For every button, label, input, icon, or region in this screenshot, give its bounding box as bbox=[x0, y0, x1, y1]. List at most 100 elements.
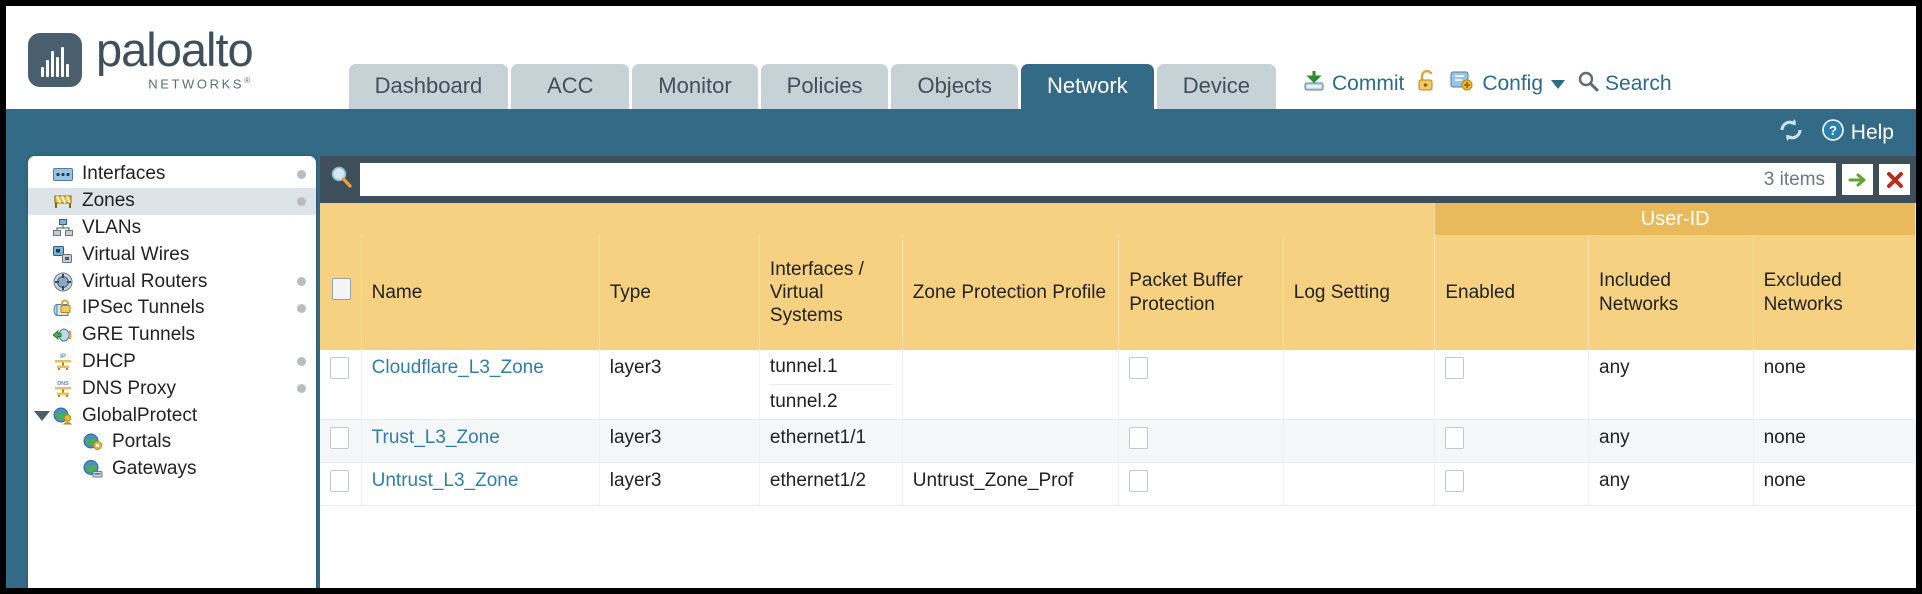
row-checkbox[interactable] bbox=[330, 427, 349, 449]
sidebar-item-interfaces[interactable]: Interfaces bbox=[28, 161, 316, 188]
cell-name[interactable]: Cloudflare_L3_Zone bbox=[361, 350, 600, 420]
config-menu[interactable]: Config bbox=[1450, 69, 1566, 99]
column-header-interfaces[interactable]: Interfaces / Virtual Systems bbox=[759, 235, 903, 350]
column-header-packet-buffer-protection[interactable]: Packet Buffer Protection bbox=[1118, 235, 1284, 350]
packet-buffer-checkbox[interactable] bbox=[1129, 357, 1149, 379]
tab-policies[interactable]: Policies bbox=[760, 64, 889, 109]
cell-userid-enabled[interactable] bbox=[1434, 419, 1590, 463]
cell-name[interactable]: Untrust_L3_Zone bbox=[361, 462, 600, 506]
row-checkbox[interactable] bbox=[330, 357, 349, 379]
column-header-excluded-networks[interactable]: Excluded Networks bbox=[1753, 235, 1916, 350]
sidebar-item-vlans[interactable]: VLANs bbox=[28, 215, 316, 242]
row-select-cell[interactable] bbox=[320, 350, 362, 420]
sidebar-item-zones[interactable]: Zones bbox=[28, 187, 316, 215]
zone-link[interactable]: Trust_L3_Zone bbox=[371, 427, 500, 448]
table-row[interactable]: Untrust_L3_Zone layer3 ethernet1/2 Untru… bbox=[320, 462, 1916, 506]
cell-name[interactable]: Trust_L3_Zone bbox=[361, 419, 600, 463]
config-label: Config bbox=[1482, 72, 1544, 95]
search-input[interactable] bbox=[361, 164, 1754, 195]
packet-buffer-checkbox[interactable] bbox=[1129, 470, 1149, 492]
sidebar-item-dhcp[interactable]: IP DHCP bbox=[28, 349, 316, 376]
lock-button[interactable] bbox=[1416, 69, 1438, 99]
cell-packet-buffer-protection[interactable] bbox=[1118, 419, 1284, 463]
page-body: Interfaces Zones VLANs Vir bbox=[6, 156, 1916, 588]
column-header-log-setting[interactable]: Log Setting bbox=[1283, 235, 1436, 350]
sidebar-status-dot bbox=[297, 196, 306, 206]
cell-userid-enabled[interactable] bbox=[1434, 350, 1590, 420]
sidebar-item-ipsec-tunnels[interactable]: IPSec Tunnels bbox=[28, 295, 316, 322]
sidebar-item-virtual-wires[interactable]: Virtual Wires bbox=[28, 241, 316, 268]
table-row[interactable]: Cloudflare_L3_Zone layer3 tunnel.1 tunne… bbox=[320, 350, 1916, 420]
gre-tunnels-icon bbox=[52, 325, 74, 345]
sidebar-item-label: IPSec Tunnels bbox=[82, 297, 205, 319]
search-button[interactable]: Search bbox=[1577, 70, 1672, 98]
paloalto-logo-icon bbox=[28, 32, 82, 87]
column-header-zone-protection-profile[interactable]: Zone Protection Profile bbox=[902, 235, 1120, 350]
sidebar-item-label: GlobalProtect bbox=[82, 404, 198, 426]
tab-acc[interactable]: ACC bbox=[511, 64, 630, 109]
userid-enabled-checkbox[interactable] bbox=[1445, 357, 1465, 379]
zone-link[interactable]: Untrust_L3_Zone bbox=[371, 470, 519, 491]
cell-interfaces: tunnel.1 tunnel.2 bbox=[759, 350, 903, 420]
cell-interfaces: ethernet1/2 bbox=[759, 462, 903, 506]
sidebar-item-gateways[interactable]: Gateways bbox=[28, 456, 316, 483]
padlock-icon bbox=[1416, 69, 1438, 99]
column-header-enabled[interactable]: Enabled bbox=[1434, 235, 1590, 350]
context-bar: ? Help bbox=[6, 109, 1916, 156]
column-header-type[interactable]: Type bbox=[599, 235, 760, 350]
row-select-cell[interactable] bbox=[320, 462, 362, 506]
refresh-icon[interactable] bbox=[1777, 117, 1805, 148]
sidebar: Interfaces Zones VLANs Vir bbox=[28, 156, 316, 588]
tab-network[interactable]: Network bbox=[1021, 64, 1154, 109]
packet-buffer-checkbox[interactable] bbox=[1129, 427, 1149, 449]
cell-interfaces: ethernet1/1 bbox=[759, 419, 903, 463]
tab-dashboard[interactable]: Dashboard bbox=[348, 64, 509, 109]
top-bar: paloalto NETWORKS® Dashboard ACC Monitor… bbox=[6, 6, 1916, 109]
sidebar-item-gre-tunnels[interactable]: GRE Tunnels bbox=[28, 322, 316, 349]
tab-device[interactable]: Device bbox=[1156, 64, 1276, 109]
tab-monitor[interactable]: Monitor bbox=[632, 64, 758, 109]
select-all-header[interactable] bbox=[320, 235, 362, 350]
chevron-down-icon[interactable] bbox=[1551, 79, 1566, 89]
userid-enabled-checkbox[interactable] bbox=[1445, 470, 1465, 492]
table-group-header-row: User-ID bbox=[320, 203, 1916, 235]
table-row[interactable]: Trust_L3_Zone layer3 ethernet1/1 any non… bbox=[320, 419, 1916, 463]
sidebar-item-portals[interactable]: Portals bbox=[28, 429, 316, 456]
cell-log-setting bbox=[1283, 350, 1436, 420]
column-header-name[interactable]: Name bbox=[361, 235, 600, 350]
dhcp-icon: IP bbox=[52, 352, 74, 372]
cell-packet-buffer-protection[interactable] bbox=[1118, 350, 1284, 420]
help-label: Help bbox=[1850, 120, 1894, 144]
select-all-checkbox[interactable] bbox=[332, 278, 351, 301]
zone-link[interactable]: Cloudflare_L3_Zone bbox=[371, 357, 544, 378]
expander-triangle-icon[interactable] bbox=[34, 410, 50, 421]
cell-type: layer3 bbox=[599, 350, 760, 420]
cell-packet-buffer-protection[interactable] bbox=[1118, 462, 1284, 506]
search-filter-icon[interactable] bbox=[328, 164, 354, 195]
sidebar-item-virtual-routers[interactable]: Virtual Routers bbox=[28, 268, 316, 295]
config-key-icon bbox=[1450, 69, 1476, 99]
help-button[interactable]: ? Help bbox=[1821, 118, 1894, 148]
row-checkbox[interactable] bbox=[330, 470, 349, 492]
search-field-wrapper[interactable]: 3 items bbox=[360, 163, 1836, 196]
sidebar-item-label: Gateways bbox=[112, 458, 197, 480]
tab-objects[interactable]: Objects bbox=[891, 64, 1019, 109]
row-select-cell[interactable] bbox=[320, 419, 362, 463]
column-header-included-networks[interactable]: Included Networks bbox=[1588, 235, 1754, 350]
sidebar-item-globalprotect[interactable]: GlobalProtect bbox=[28, 402, 316, 429]
vlans-icon bbox=[52, 218, 74, 238]
sidebar-status-dot bbox=[297, 384, 306, 394]
commit-button[interactable]: Commit bbox=[1302, 69, 1404, 99]
userid-enabled-checkbox[interactable] bbox=[1445, 427, 1465, 449]
interface-entry: tunnel.2 bbox=[769, 384, 892, 419]
top-actions: Commit bbox=[1302, 69, 1672, 99]
cell-included-networks: any bbox=[1588, 419, 1754, 463]
cell-userid-enabled[interactable] bbox=[1434, 462, 1590, 506]
apply-filter-button[interactable] bbox=[1842, 164, 1873, 195]
cell-log-setting bbox=[1283, 462, 1436, 506]
clear-filter-button[interactable] bbox=[1879, 164, 1910, 195]
sidebar-item-dns-proxy[interactable]: DNS DNS Proxy bbox=[28, 375, 316, 402]
search-icon bbox=[1577, 70, 1599, 98]
cell-type: layer3 bbox=[599, 462, 760, 506]
